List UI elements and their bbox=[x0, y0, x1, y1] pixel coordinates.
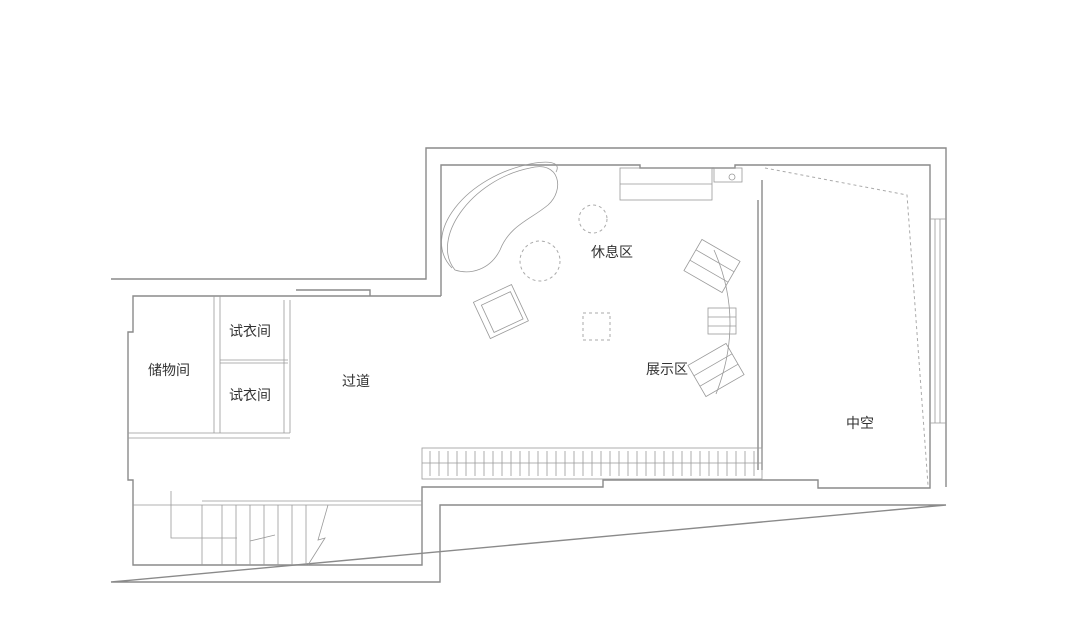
side-table-dashed bbox=[578, 204, 608, 234]
display-rack-arc bbox=[713, 249, 731, 395]
display-rack-upper bbox=[683, 238, 741, 294]
corridor-top-wall bbox=[292, 289, 441, 297]
fitting-room-2-label: 试衣间 bbox=[229, 388, 271, 404]
fitting-room-walls bbox=[128, 296, 291, 439]
staircase bbox=[133, 491, 422, 566]
square-marker-dashed bbox=[582, 312, 611, 341]
fitting-room-1-label: 试衣间 bbox=[229, 324, 271, 340]
outer-wall bbox=[110, 147, 947, 583]
armchair bbox=[472, 284, 529, 340]
round-table-dashed bbox=[519, 240, 561, 282]
storage-label: 储物间 bbox=[148, 363, 190, 379]
void-label: 中空 bbox=[846, 416, 874, 432]
display-area-label: 展示区 bbox=[646, 362, 688, 378]
lounge-label: 休息区 bbox=[591, 245, 633, 261]
window bbox=[930, 218, 946, 424]
bottom-shelf bbox=[421, 447, 763, 480]
display-rack-lower bbox=[687, 342, 745, 398]
top-shelf bbox=[619, 167, 743, 201]
corridor-label: 过道 bbox=[342, 374, 370, 390]
sofa-back bbox=[441, 161, 558, 269]
void-partition bbox=[757, 180, 763, 470]
display-rack-middle bbox=[707, 307, 737, 335]
curved-sofa bbox=[447, 166, 559, 273]
void-dashed-edge bbox=[764, 167, 929, 486]
